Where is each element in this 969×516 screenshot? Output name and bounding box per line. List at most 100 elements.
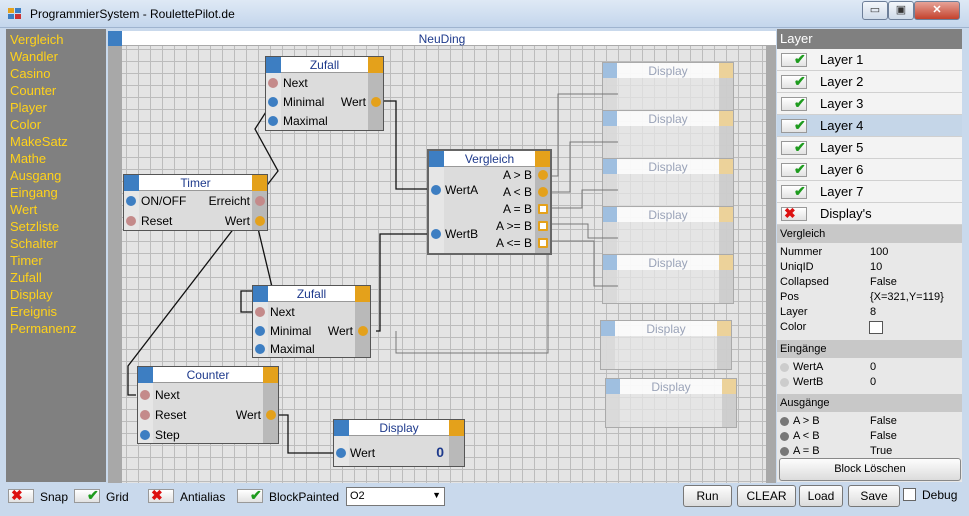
output-port[interactable] (538, 221, 548, 231)
mode-select[interactable]: O2 ▼ (346, 487, 445, 506)
antialias-checkbox[interactable]: ✖ (148, 487, 174, 503)
input-port[interactable] (268, 97, 278, 107)
layer-row-5[interactable]: ✔Layer 5 (777, 137, 962, 159)
palette-item-wandler[interactable]: Wandler (10, 49, 58, 64)
vergleich-block[interactable]: Vergleich WertA WertB A > B A < B A = B … (427, 149, 552, 255)
antialias-label: Antialias (180, 490, 226, 504)
maximize-button[interactable]: ▣ (888, 1, 914, 20)
input-port[interactable] (140, 430, 150, 440)
output-value: True (870, 445, 893, 457)
palette-item-casino[interactable]: Casino (10, 66, 51, 81)
layer-checkbox[interactable]: ✔ (781, 183, 807, 199)
grid-checkbox[interactable]: ✔ (74, 487, 100, 503)
prop-key: Collapsed (780, 276, 829, 288)
layer-row-3[interactable]: ✔Layer 3 (777, 93, 962, 115)
layer-checkbox[interactable]: ✔ (781, 73, 807, 89)
input-port[interactable] (268, 116, 278, 126)
input-port[interactable] (255, 307, 265, 317)
layer-checkbox[interactable]: ✔ (781, 139, 807, 155)
display-block[interactable]: Display Wert 0 (333, 419, 465, 467)
save-button[interactable]: Save (848, 485, 900, 507)
output-port[interactable] (255, 196, 265, 206)
layer-row-6[interactable]: ✔Layer 6 (777, 159, 962, 181)
layer-checkbox[interactable]: ✔ (781, 161, 807, 177)
load-button[interactable]: Load (799, 485, 843, 507)
debug-checkbox[interactable] (903, 488, 916, 501)
input-port[interactable] (140, 390, 150, 400)
palette-item-eingang[interactable]: Eingang (10, 185, 58, 200)
palette-item-mathe[interactable]: Mathe (10, 151, 47, 166)
ghost-display-block[interactable]: Display (602, 158, 734, 208)
input-port[interactable] (140, 410, 150, 420)
layer-checkbox[interactable]: ✔ (781, 95, 807, 111)
palette-item-ereignis[interactable]: Ereignis (10, 304, 57, 319)
ghost-display-title: Display (651, 380, 691, 394)
output-port[interactable] (538, 170, 548, 180)
input-port[interactable] (336, 448, 346, 458)
input-port[interactable] (255, 344, 265, 354)
output-port[interactable] (358, 326, 368, 336)
palette-item-makesatz[interactable]: MakeSatz (10, 134, 68, 149)
input-port[interactable] (431, 229, 441, 239)
counter-block[interactable]: Counter Next Reset Step Wert (137, 366, 279, 444)
output-port[interactable] (255, 216, 265, 226)
canvas-title: NeuDing (418, 32, 466, 46)
ghost-display-block[interactable]: Display (602, 206, 734, 256)
layer-row-displays[interactable]: ✖Display's (777, 203, 962, 225)
zufall-block[interactable]: Zufall Next Minimal Maximal Wert (265, 56, 384, 131)
output-port[interactable] (266, 410, 276, 420)
palette-item-counter[interactable]: Counter (10, 83, 57, 98)
port-label: Wert (340, 95, 366, 109)
close-button[interactable]: ✕ (914, 1, 960, 20)
snap-option[interactable]: ✖ Snap (8, 487, 68, 505)
timer-block[interactable]: Timer ON/OFF Reset Erreicht Wert (123, 174, 268, 231)
blockpainted-option[interactable]: ✔ BlockPainted (237, 487, 342, 505)
color-swatch[interactable] (869, 321, 883, 334)
antialias-option[interactable]: ✖ Antialias (148, 487, 228, 505)
palette-item-schalter[interactable]: Schalter (10, 236, 58, 251)
editor-canvas[interactable]: NeuDing Display Display Display Display … (108, 31, 776, 483)
input-port[interactable] (126, 216, 136, 226)
prop-key: UniqID (780, 261, 814, 273)
snap-checkbox[interactable]: ✖ (8, 487, 34, 503)
palette-item-permanenz[interactable]: Permanenz (10, 321, 77, 336)
layer-checkbox[interactable]: ✖ (781, 205, 807, 221)
layer-checkbox[interactable]: ✔ (781, 117, 807, 133)
ghost-display-block[interactable]: Display (605, 378, 737, 428)
palette-item-timer[interactable]: Timer (10, 253, 43, 268)
zufall-block[interactable]: Zufall Next Minimal Maximal Wert (252, 285, 371, 358)
layer-row-1[interactable]: ✔Layer 1 (777, 49, 962, 71)
ghost-display-block[interactable]: Display (600, 320, 732, 370)
ghost-display-block[interactable]: Display (602, 110, 734, 160)
palette-item-player[interactable]: Player (10, 100, 47, 115)
palette-item-wert[interactable]: Wert (10, 202, 38, 217)
delete-block-button[interactable]: Block Löschen (779, 458, 961, 481)
output-port[interactable] (538, 204, 548, 214)
output-key: A > B (793, 415, 820, 427)
palette-item-display[interactable]: Display (10, 287, 53, 302)
output-port[interactable] (538, 238, 548, 248)
ghost-display-block[interactable]: Display (602, 254, 734, 304)
port-label: Reset (141, 214, 173, 228)
layer-row-4[interactable]: ✔Layer 4 (777, 115, 962, 137)
palette-item-color[interactable]: Color (10, 117, 42, 132)
palette-item-vergleich[interactable]: Vergleich (10, 32, 64, 47)
input-port[interactable] (268, 78, 278, 88)
run-button[interactable]: Run (683, 485, 732, 507)
palette-item-zufall[interactable]: Zufall (10, 270, 42, 285)
layer-checkbox[interactable]: ✔ (781, 51, 807, 67)
clear-button[interactable]: CLEAR (737, 485, 796, 507)
grid-option[interactable]: ✔ Grid (74, 487, 134, 505)
palette-item-ausgang[interactable]: Ausgang (10, 168, 62, 183)
palette-item-setzliste[interactable]: Setzliste (10, 219, 60, 234)
input-port[interactable] (126, 196, 136, 206)
prop-value: 100 (870, 246, 889, 258)
output-port[interactable] (371, 97, 381, 107)
layer-row-2[interactable]: ✔Layer 2 (777, 71, 962, 93)
input-port[interactable] (255, 326, 265, 336)
layer-row-7[interactable]: ✔Layer 7 (777, 181, 962, 203)
minimize-button[interactable]: ▭ (862, 1, 888, 20)
blockpainted-checkbox[interactable]: ✔ (237, 487, 263, 503)
input-port[interactable] (431, 185, 441, 195)
output-port[interactable] (538, 187, 548, 197)
